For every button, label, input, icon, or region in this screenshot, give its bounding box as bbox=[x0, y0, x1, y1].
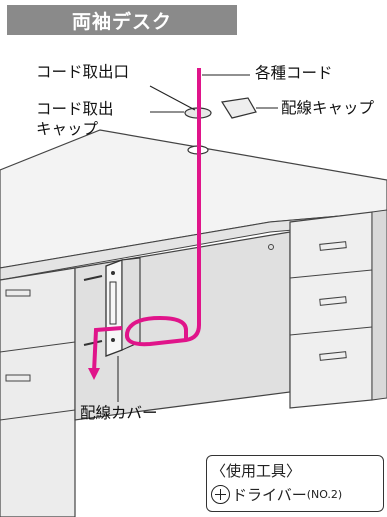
phillips-screwdriver-icon bbox=[211, 485, 230, 504]
label-wiring-cap: 配線キャップ bbox=[281, 99, 375, 117]
label-cord-cap-2: キャップ bbox=[36, 120, 99, 138]
cord-line bbox=[125, 68, 201, 347]
screw-bottom bbox=[83, 340, 103, 346]
tools-driver-row: ドライバー (NO.2) bbox=[211, 484, 342, 505]
wiring-cap-part bbox=[221, 97, 257, 119]
right-pedestal bbox=[289, 211, 373, 409]
cord-drop bbox=[92, 326, 123, 373]
desk-top-surface bbox=[0, 129, 387, 269]
screw-top bbox=[83, 275, 103, 281]
right-drawer-handle bbox=[319, 241, 347, 251]
label-cords: 各種コード bbox=[255, 64, 333, 82]
diagram-title: 両袖デスク bbox=[7, 5, 237, 35]
leader-cord-outlet bbox=[149, 85, 196, 111]
tools-heading: 〈使用工具〉 bbox=[211, 462, 302, 480]
tools-driver-size: (NO.2) bbox=[306, 488, 343, 501]
tools-box: 〈使用工具〉 ドライバー (NO.2) bbox=[206, 455, 384, 512]
left-pedestal bbox=[0, 267, 76, 517]
label-cord-outlet: コード取出口 bbox=[36, 63, 130, 81]
label-cord-cap-1: コード取出 bbox=[36, 100, 114, 118]
label-wiring-cover: 配線カバー bbox=[80, 404, 158, 422]
cord-arrow bbox=[88, 368, 100, 380]
left-drawer-handle bbox=[5, 289, 31, 297]
tools-driver: ドライバー bbox=[232, 486, 307, 504]
